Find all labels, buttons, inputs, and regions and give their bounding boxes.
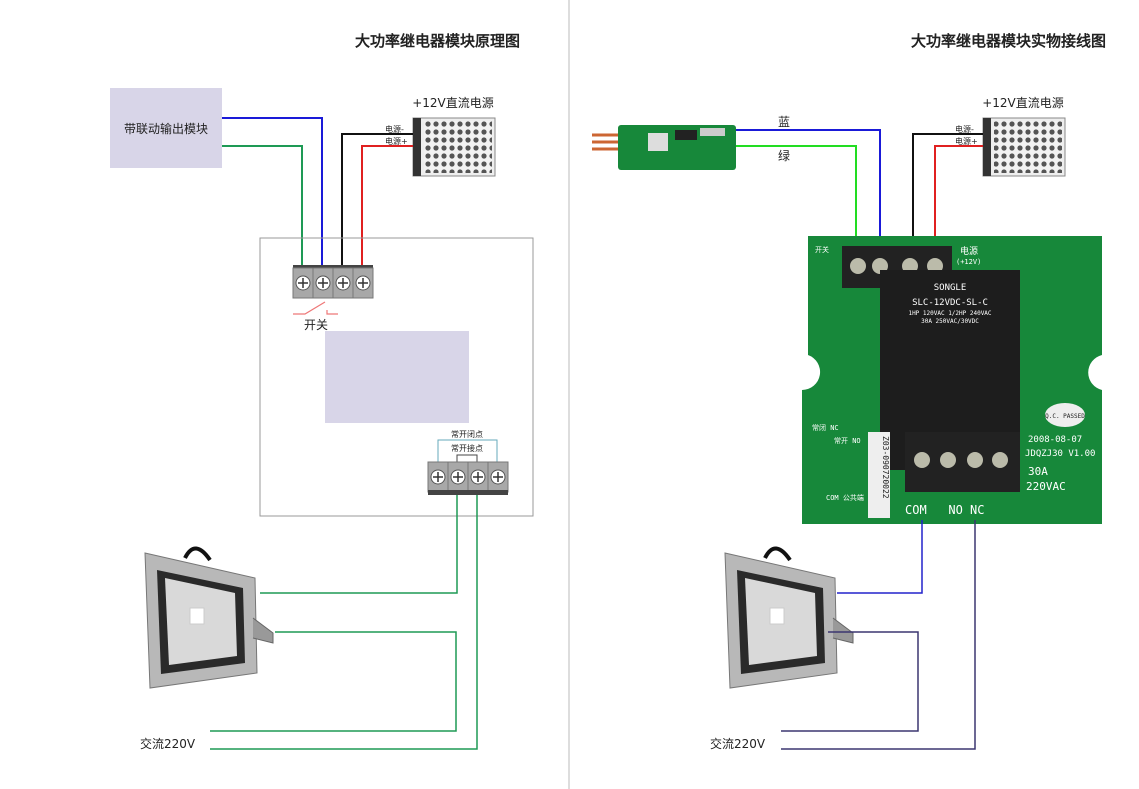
blue-wire (736, 129, 881, 238)
nc-bracket (437, 439, 498, 462)
ac-wire-3 (210, 631, 457, 732)
psu-title: +12V直流电源 (412, 96, 494, 110)
dc-power-supply (982, 117, 1066, 177)
no-contact-label: 常开接点 (451, 443, 483, 453)
nc-contact-label: 常开闭点 (451, 430, 483, 439)
relay-rating-2: 30A 250VAC/30VDC (921, 318, 979, 325)
terminal-labels: COM NO NC (905, 503, 984, 517)
qc-label: Q.C. PASSED (1045, 413, 1085, 420)
nc-label: 常闭 NC (812, 423, 839, 432)
red-wire (361, 145, 413, 268)
green-wire (736, 145, 857, 238)
serial-number: Z03-090720022 (881, 436, 890, 499)
black-wire (341, 133, 413, 268)
power-voltage: (+12V) (956, 258, 981, 266)
psu-title: +12V直流电源 (982, 96, 1064, 110)
switch-label: 开关 (304, 318, 328, 332)
green-wire (222, 145, 303, 268)
version-label: JDQZJ30 V1.00 (1025, 449, 1095, 459)
right-title: 大功率继电器模块实物接线图 (911, 32, 1106, 50)
psu-minus-label: 电源- (385, 124, 404, 134)
serial-sticker (868, 432, 890, 518)
psu-plus-label: 电源+ (955, 136, 978, 146)
relay-body (325, 331, 469, 423)
com-label: COM 公共端 (826, 493, 864, 502)
ac-wire (781, 631, 919, 732)
psu-minus-label: 电源- (955, 124, 974, 134)
black-wire (912, 133, 983, 238)
power-label: 电源 (960, 245, 978, 257)
blue-label: 蓝 (778, 115, 790, 129)
switch-symbol (293, 301, 338, 315)
ac-label: 交流220V (140, 736, 196, 751)
blue-wire (222, 117, 323, 268)
module-label: 带联动输出模块 (124, 121, 208, 136)
left-panel: 大功率继电器模块原理图 带联动输出模块 +12V直流电源 电源- 电源+ 开关 … (110, 32, 534, 751)
relay-model: SLC-12VDC-SL-C (912, 298, 988, 308)
ac-wire-2 (210, 495, 478, 750)
com-wire (837, 520, 923, 594)
ac-label: 交流220V (710, 736, 766, 751)
input-terminal-block (292, 265, 374, 299)
psu-plus-label: 电源+ (385, 136, 408, 146)
flood-lamp (723, 546, 855, 690)
relay-rating-1: 1HP 120VAC 1/2HP 240VAC (908, 310, 991, 317)
green-label: 绿 (778, 148, 790, 163)
relay-brand: SONGLE (934, 283, 967, 293)
linkage-output-module (110, 88, 222, 168)
relay-board: SONGLE SLC-12VDC-SL-C 1HP 120VAC 1/2HP 2… (802, 236, 1102, 524)
rating-current: 30A (1028, 465, 1048, 478)
date-label: 2008-08-07 (1028, 435, 1082, 445)
switch-label: 开关 (815, 245, 829, 254)
linkage-module-pcb (592, 125, 736, 170)
red-wire (934, 145, 983, 238)
left-title: 大功率继电器模块原理图 (355, 32, 520, 50)
dc-power-supply (412, 117, 496, 177)
right-panel: 大功率继电器模块实物接线图 蓝 绿 +12V直流电源 电源- 电源+ SONGL… (592, 32, 1106, 751)
output-terminal-block (427, 461, 509, 495)
no-label: 常开 NO (834, 436, 861, 445)
no-wire (781, 520, 976, 750)
relay-module-outline (259, 237, 534, 517)
rating-voltage: 220VAC (1026, 480, 1066, 493)
flood-lamp (143, 546, 275, 690)
no-bracket (456, 454, 478, 462)
ac-wire-1 (260, 495, 458, 594)
